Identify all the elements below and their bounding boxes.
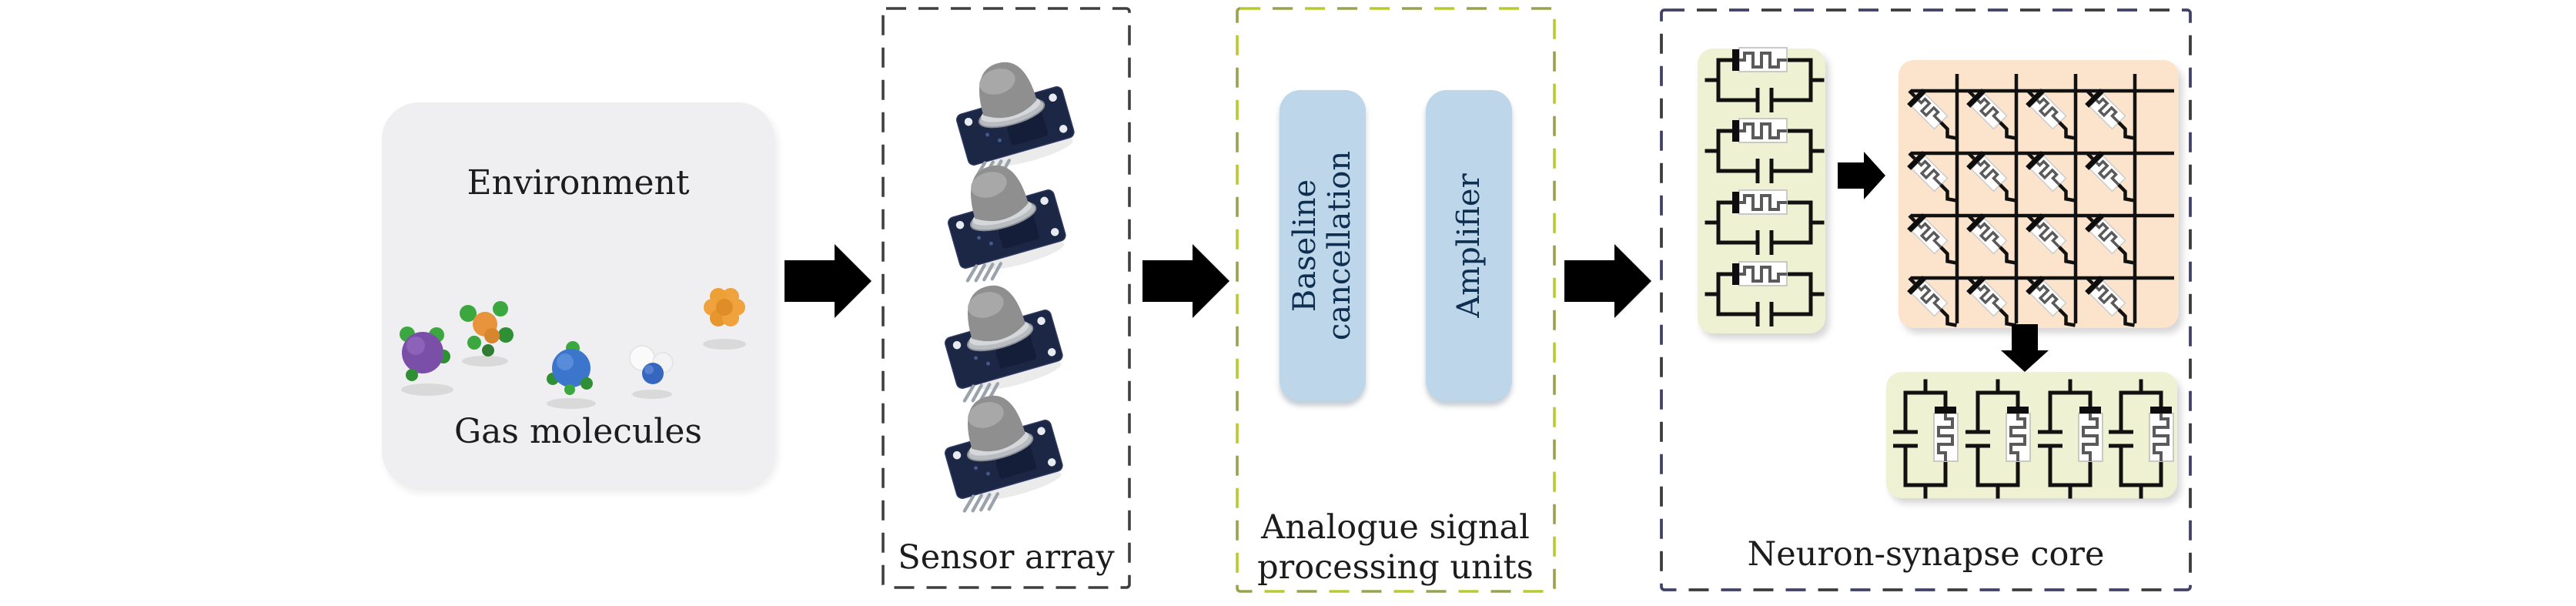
- sensor-array-border: [882, 7, 1131, 589]
- gas-sensor-2: [936, 152, 1072, 286]
- input-neurons-panel: [1698, 49, 1825, 333]
- environment-box: [382, 102, 774, 488]
- flow-arrow-3: [1564, 244, 1651, 318]
- flow-arrow-2: [1142, 244, 1229, 318]
- analogue-units-caption: Analogue signal processing units: [1236, 507, 1554, 588]
- gas-sensor-4: [933, 382, 1069, 517]
- amplifier-label: Amplifier: [1450, 173, 1487, 318]
- gas-sensor-3: [933, 272, 1069, 407]
- sensor-array-items: [933, 49, 1080, 517]
- environment-title: Environment: [467, 163, 690, 203]
- flow-arrow-1: [785, 244, 871, 318]
- neurons-to-crossbar-arrow: [1838, 152, 1885, 199]
- gas-sensor-1: [945, 49, 1080, 183]
- analogue-caption-line1: Analogue signal: [1261, 508, 1530, 547]
- output-neurons-panel: [1886, 372, 2177, 498]
- crossbar-to-neurons-arrow: [2001, 324, 2049, 372]
- gas-molecules-caption: Gas molecules: [454, 412, 702, 451]
- amplifier-box: Amplifier: [1426, 90, 1512, 401]
- flow-arrows: [785, 244, 1651, 318]
- memristor-crossbar-panel: [1899, 60, 2179, 328]
- analogue-caption-line2: processing units: [1257, 548, 1534, 588]
- baseline-cancellation-label: Baseline cancellation: [1287, 150, 1357, 341]
- baseline-cancellation-box: Baseline cancellation: [1280, 90, 1366, 401]
- neuron-synapse-caption: Neuron-synapse core: [1747, 535, 2105, 574]
- sensor-array-caption: Sensor array: [898, 538, 1115, 577]
